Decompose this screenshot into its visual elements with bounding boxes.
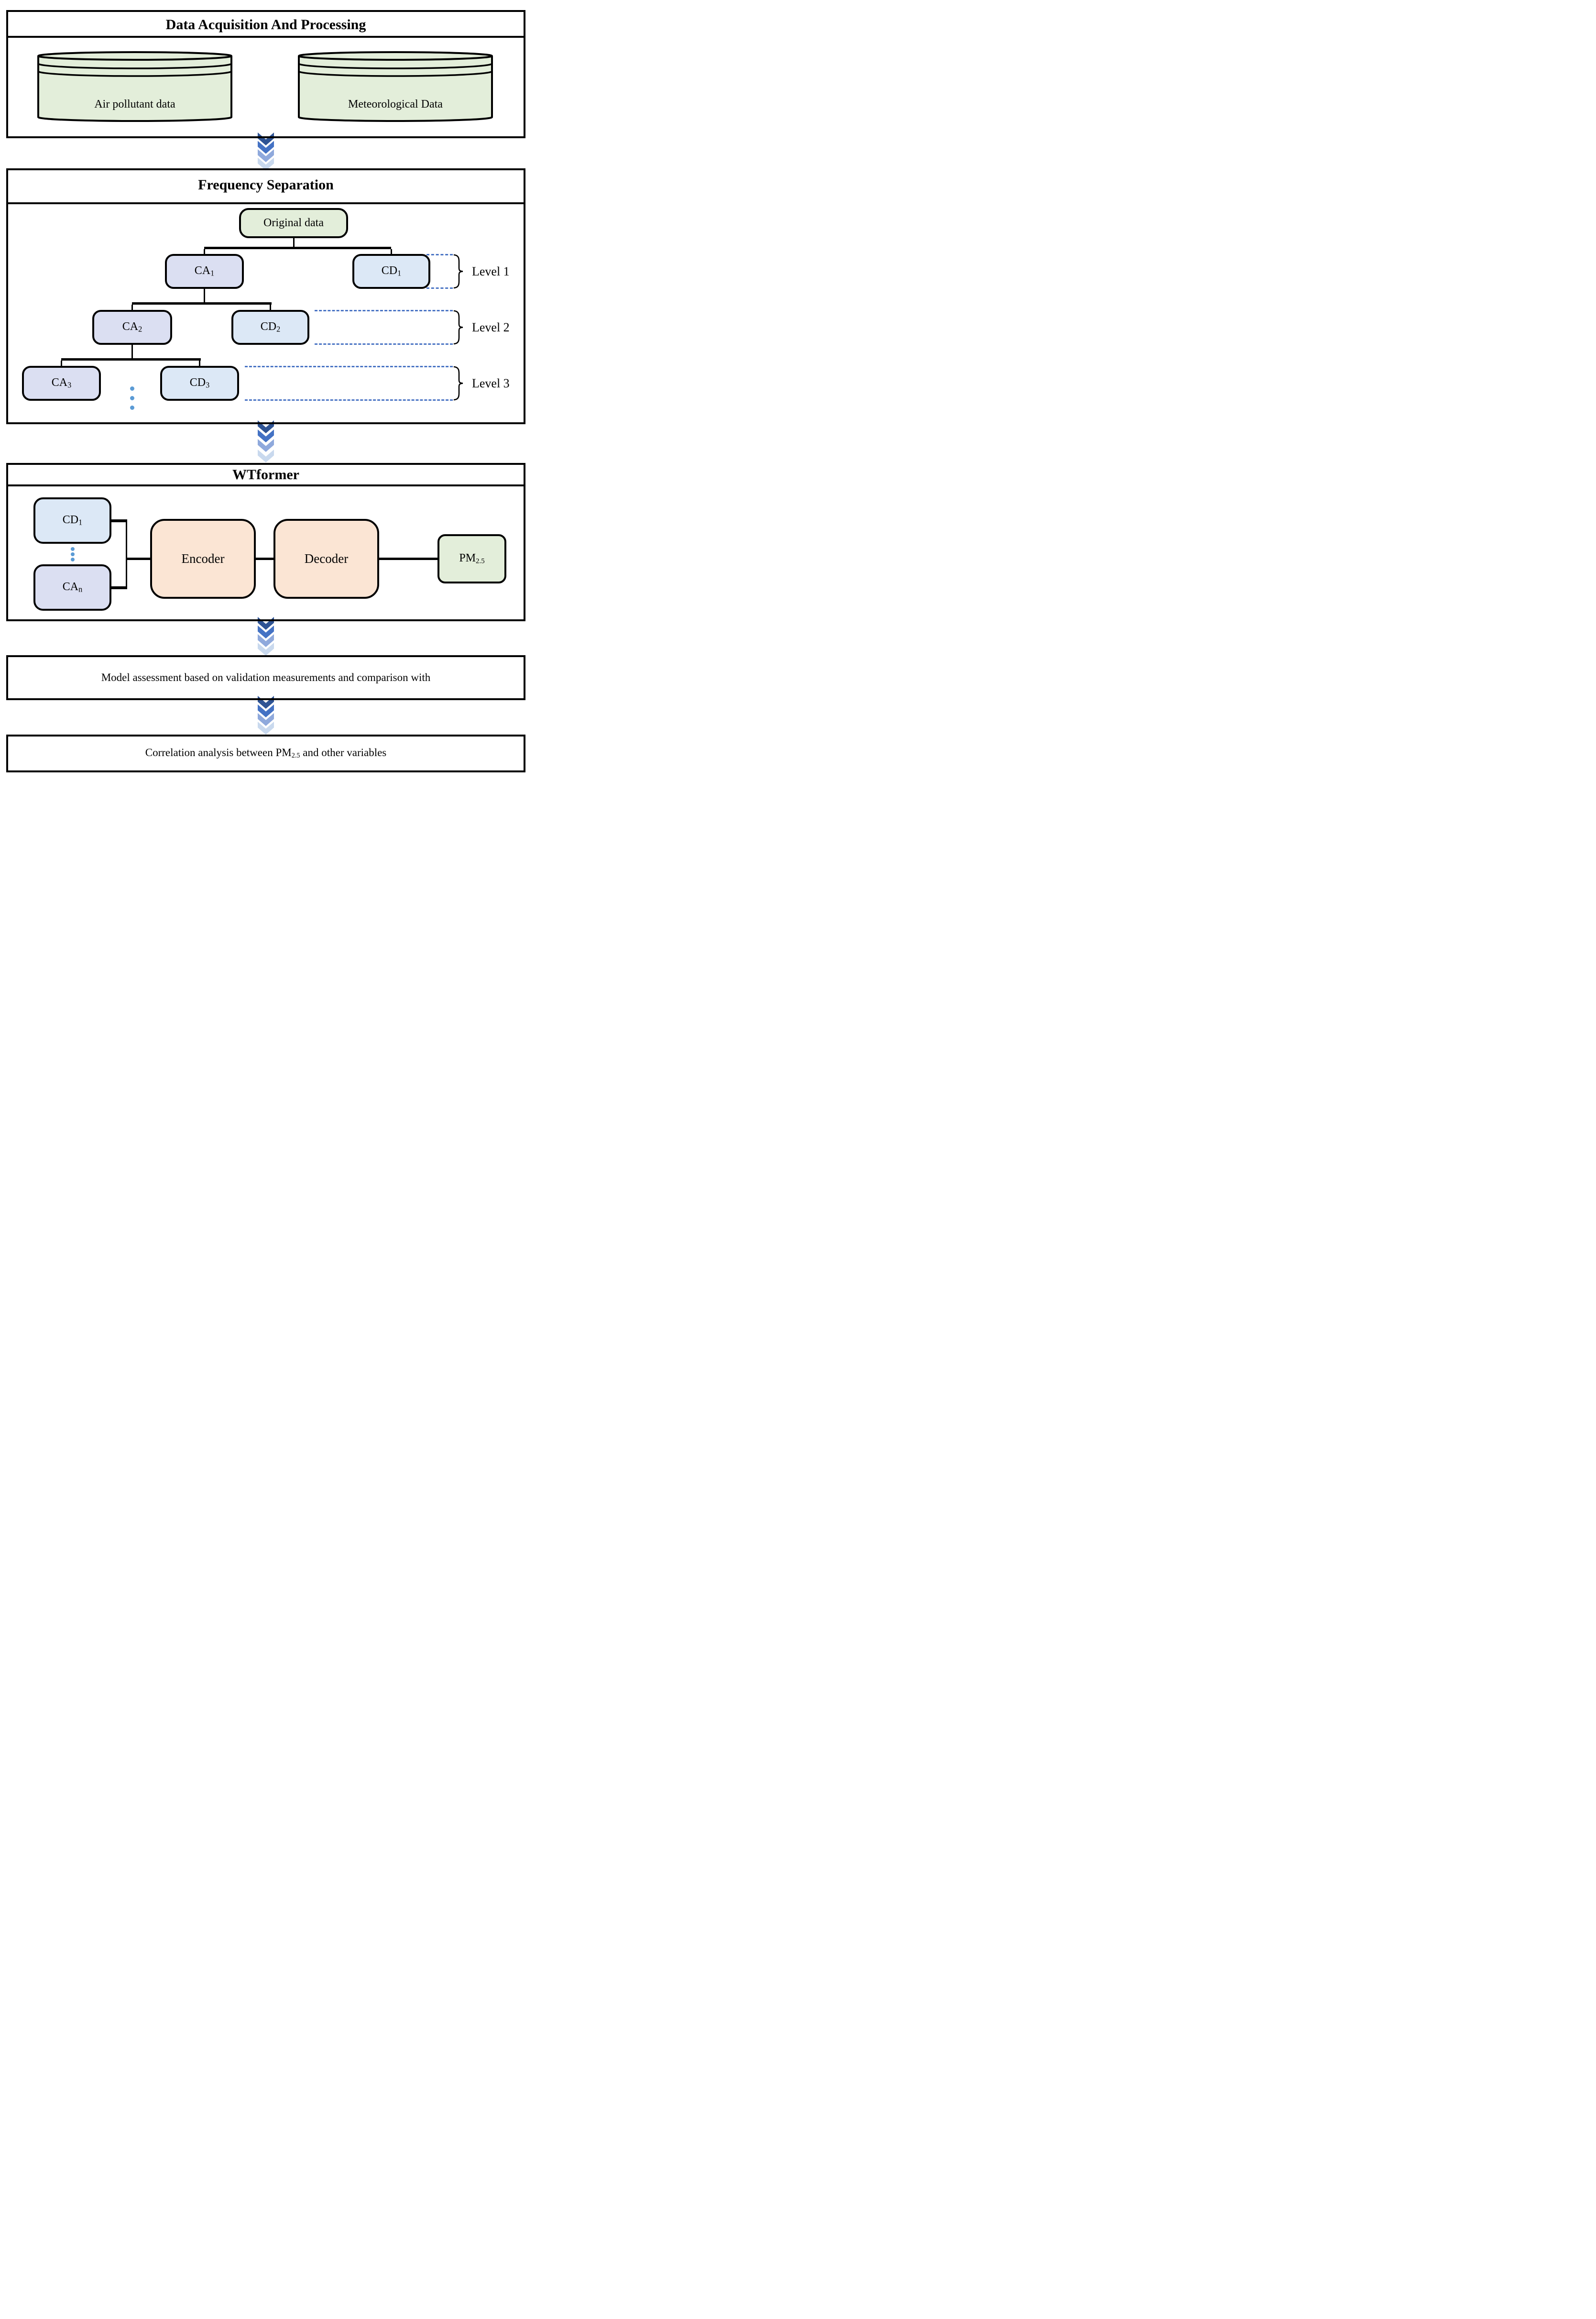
node-label: CD1 [381, 264, 402, 278]
node-cd1-input: CD1 [33, 497, 111, 544]
connector-line [131, 305, 133, 310]
brace-icon [453, 254, 463, 289]
node-ca2: CA2 [92, 310, 172, 345]
connector-line [131, 345, 133, 359]
node-encoder: Encoder [150, 519, 256, 599]
cylinder-label: Air pollutant data [94, 98, 175, 110]
connector-line [203, 289, 205, 303]
node-pm25-output: PM2.5 [437, 534, 506, 583]
section-correlation-analysis: Correlation analysis between PM2.5 and o… [6, 735, 525, 772]
node-label: CD3 [189, 376, 210, 390]
dot-icon [70, 547, 75, 551]
connector-line [269, 305, 271, 310]
connector-line [204, 247, 391, 249]
brace-icon [453, 310, 463, 345]
dashed-level-line [315, 310, 453, 311]
connector-line [111, 519, 127, 522]
dashed-level-line [315, 343, 453, 345]
database-cylinder-air-pollutant: Air pollutant data [37, 51, 233, 123]
connector-line [61, 358, 201, 361]
database-cylinder-icon [37, 51, 232, 122]
database-cylinder-icon [298, 51, 493, 122]
brace-icon [453, 366, 463, 401]
node-label: Original data [263, 217, 324, 229]
dot-icon [130, 406, 134, 410]
dot-icon [70, 557, 75, 561]
section-title: Frequency Separation [198, 177, 334, 193]
correlation-text-parts: Correlation analysis between PM2.5 and o… [145, 747, 387, 760]
title-separator [8, 202, 524, 204]
node-ca1: CA1 [165, 254, 244, 289]
section-wtformer: WTformer CD1 CAn Encoder Decoder PM2.5 [6, 463, 525, 621]
dashed-level-line [245, 399, 453, 401]
connector-line [293, 238, 295, 248]
node-can-input: CAn [33, 564, 111, 611]
node-label: CA2 [122, 320, 142, 334]
section-model-assessment: Model assessment based on validation mea… [6, 655, 525, 700]
level-label: Level 2 [472, 320, 510, 334]
node-label: CD2 [260, 320, 281, 334]
dot-icon [130, 396, 134, 400]
connector-line [126, 519, 127, 589]
node-cd2: CD2 [231, 310, 309, 345]
level-label: Level 1 [472, 264, 510, 278]
connector-line [126, 558, 150, 560]
section-title: Data Acquisition And Processing [165, 17, 366, 33]
section-title: WTformer [232, 467, 299, 483]
node-label: PM2.5 [459, 552, 485, 565]
dot-icon [70, 552, 75, 556]
node-label: CA1 [194, 264, 215, 278]
title-separator [8, 36, 524, 38]
dashed-level-line [426, 254, 453, 255]
level-label: Level 3 [472, 376, 510, 390]
figure-flowchart: Data Acquisition And Processing Air poll… [0, 0, 532, 773]
connector-line [203, 249, 205, 254]
node-cd3: CD3 [160, 366, 239, 401]
connector-line [379, 558, 437, 560]
dot-icon [130, 386, 134, 391]
section-frequency-separation: Frequency Separation Original data Level… [6, 168, 525, 424]
dashed-level-line [245, 366, 453, 367]
section-data-acquisition: Data Acquisition And Processing Air poll… [6, 10, 525, 138]
node-label: CA3 [51, 376, 72, 390]
node-label: CAn [62, 581, 83, 594]
cylinder-label: Meteorological Data [348, 98, 443, 110]
connector-line [111, 586, 127, 589]
connector-line [132, 302, 272, 305]
assessment-text: Model assessment based on validation mea… [101, 671, 431, 683]
connector-line [60, 361, 62, 366]
node-label: CD1 [62, 514, 83, 527]
title-separator [8, 484, 524, 486]
database-cylinder-meteorological: Meteorological Data [297, 51, 493, 123]
connector-line [198, 361, 200, 366]
dashed-level-line [426, 287, 453, 289]
node-ca3: CA3 [22, 366, 101, 401]
node-decoder: Decoder [273, 519, 379, 599]
connector-line [256, 558, 273, 560]
node-label: Encoder [181, 551, 225, 566]
node-label: Decoder [304, 551, 349, 566]
node-cd1: CD1 [352, 254, 430, 289]
node-original-data: Original data [239, 208, 348, 238]
correlation-text: Correlation analysis between PM2.5 and o… [8, 736, 524, 770]
connector-line [390, 249, 392, 254]
